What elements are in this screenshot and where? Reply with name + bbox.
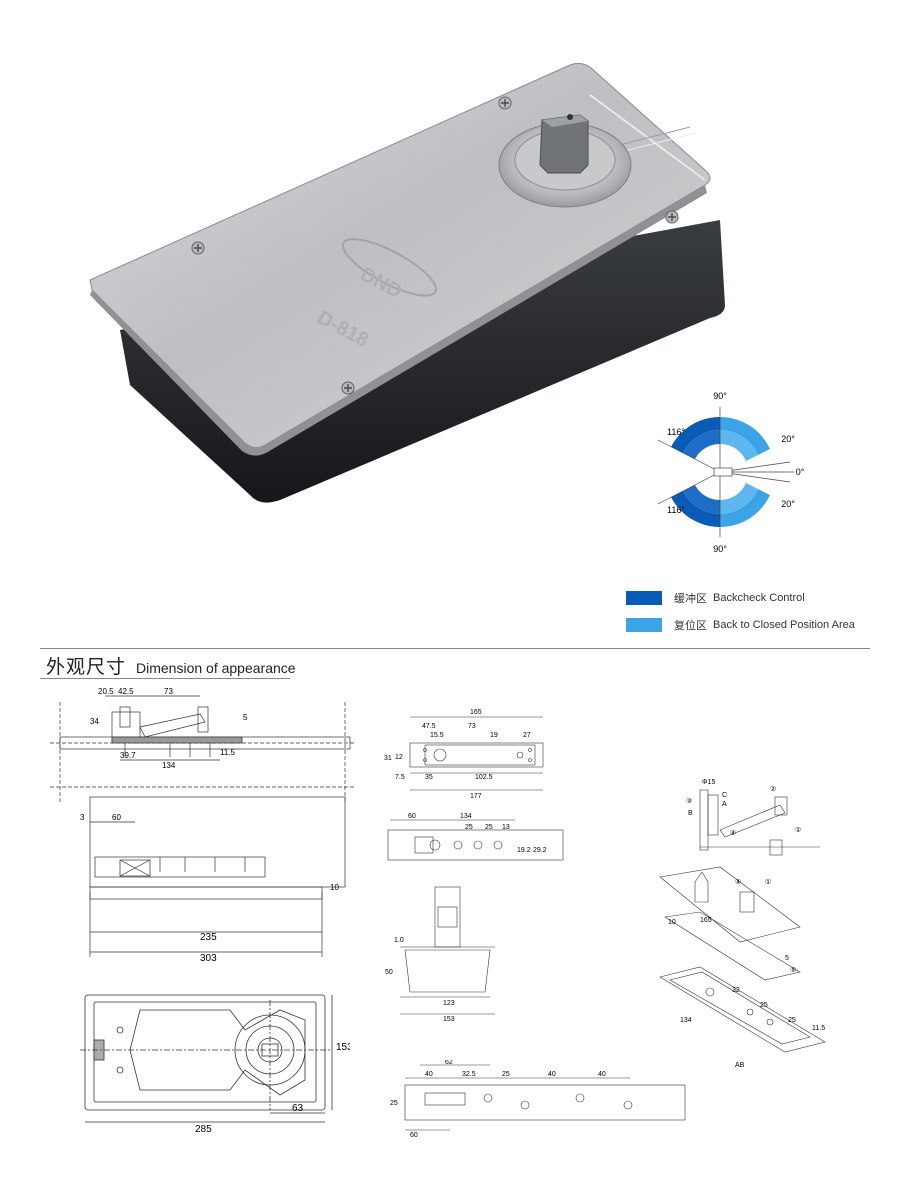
dim-label: 13 (502, 824, 510, 831)
detail-label: ② (770, 785, 776, 793)
dim-label: 153 (336, 1042, 350, 1053)
dim-label: 11.5 (220, 748, 236, 757)
product-illustration: DND D-818 (89, 62, 725, 503)
detail-label: ⑤ (790, 966, 796, 974)
side-elevation-drawing: 20.5 42.5 73 34 5 39.7 134 11.5 3 60 10 … (50, 687, 355, 964)
dim-label: 35 (425, 774, 433, 781)
dim-label: 50 (385, 969, 393, 976)
dim-label: 40 (598, 1071, 606, 1078)
dim-label: 25 (465, 824, 473, 831)
dim-label: 25 (502, 1071, 510, 1078)
dim-label: 40 (425, 1071, 433, 1078)
dim-label: 31 (384, 755, 392, 762)
detail-label: ④ (735, 878, 741, 886)
dim-label: 42.5 (118, 687, 134, 696)
section-title-en: Dimension of appearance (136, 660, 296, 676)
detail-label: 5 (785, 955, 789, 962)
dim-label: 134 (460, 813, 472, 820)
dim-label: 62 (445, 1060, 453, 1066)
legend-label-en: Back to Closed Position Area (713, 619, 855, 631)
detail-label: ④ (730, 829, 736, 837)
iso-detail-drawing: ① ④ ⑤ 165 32 25 25 134 11.5 AB 5 10 (659, 866, 826, 1069)
detail-label: AB (735, 1062, 745, 1069)
dim-label: 12 (395, 754, 403, 761)
dim-label: 123 (443, 1000, 455, 1007)
legend-swatch (626, 618, 662, 632)
angle-label: 0° (796, 467, 805, 477)
section-divider (40, 648, 870, 649)
angle-label: 20° (781, 434, 795, 444)
legend-item-closed-area: 复位区 Back to Closed Position Area (626, 617, 855, 633)
dim-label: 34 (90, 717, 99, 726)
dim-label: 165 (470, 709, 482, 716)
angle-label: 116° (667, 427, 685, 437)
angle-diagram: 90° 116° 20° 0° 20° 116° 90° (657, 391, 805, 554)
dim-label: 303 (200, 953, 217, 964)
plate-top-drawing: 165 47.5 73 15.5 19 27 31 12 7.5 35 102.… (384, 709, 544, 800)
dim-label: 19 (490, 732, 498, 739)
angle-label: 90° (713, 544, 727, 554)
dim-label: 60 (410, 1132, 418, 1139)
detail-label: B (688, 810, 693, 817)
detail-label: 25 (788, 1017, 796, 1024)
dim-label: 25 (485, 824, 493, 831)
angle-label: 20° (781, 499, 795, 509)
dim-label: 102.5 (475, 774, 493, 781)
dim-label: 10 (330, 883, 339, 892)
dim-label: 47.5 (422, 723, 436, 730)
detail-label: ③ (686, 797, 692, 805)
detail-label: 32 (732, 987, 740, 994)
detail-label: 11.5 (812, 1025, 825, 1032)
detail-label: A (722, 801, 727, 808)
spindle-drawing: 1.0 50 123 153 (385, 886, 495, 1022)
arm-detail-drawing: Φ15 C A B ① ② ③ ④ (686, 779, 820, 856)
dim-label: 29.2 (533, 847, 547, 854)
detail-label: 10 (668, 919, 676, 926)
dim-label: 134 (162, 761, 176, 770)
dim-label: 63 (292, 1103, 304, 1114)
dim-label: 40 (548, 1071, 556, 1078)
legend-label-zh: 缓冲区 (674, 592, 707, 605)
angle-label: 90° (713, 391, 727, 401)
legend-swatch (626, 591, 662, 605)
dim-label: 73 (164, 687, 173, 696)
dim-label: 20.5 (98, 687, 114, 696)
dim-label: 1.0 (394, 937, 404, 944)
dim-label: 235 (200, 932, 217, 943)
dim-label: 60 (408, 813, 416, 820)
dim-label: 3 (80, 813, 85, 822)
dim-label: 5 (243, 713, 248, 722)
dim-label: 60 (112, 813, 121, 822)
section-title: 外观尺寸 Dimension of appearance (46, 652, 296, 679)
plan-view-drawing: 153 63 285 (80, 994, 350, 1135)
detail-label: Φ15 (702, 779, 715, 786)
plate-bottom-drawing: 62 40 32.5 25 40 40 25 60 (390, 1060, 686, 1139)
dim-label: 27 (523, 732, 531, 739)
angle-label: 116° (667, 505, 685, 515)
detail-label: C (722, 792, 727, 799)
dim-label: 73 (468, 723, 476, 730)
dim-label: 19.2 (517, 847, 531, 854)
dim-label: 177 (470, 793, 482, 800)
section-title-zh: 外观尺寸 (46, 656, 127, 678)
section-underline (40, 678, 290, 679)
legend-item-backcheck: 缓冲区 Backcheck Control (626, 590, 805, 606)
plate-mid-drawing: 60 134 25 25 13 19.2 29.2 (387, 813, 564, 861)
detail-label: 134 (680, 1017, 692, 1024)
dim-label: 39.7 (120, 751, 136, 760)
dim-label: 285 (195, 1124, 212, 1135)
dim-label: 32.5 (462, 1071, 476, 1078)
legend-label-en: Backcheck Control (713, 592, 805, 604)
detail-label: ① (795, 826, 801, 834)
dim-label: 25 (390, 1100, 398, 1107)
detail-label: ① (765, 878, 771, 886)
dim-label: 7.5 (395, 774, 405, 781)
legend-label-zh: 复位区 (674, 619, 707, 632)
detail-label: 165 (700, 917, 712, 924)
detail-label: 25 (760, 1002, 768, 1009)
dim-label: 153 (443, 1016, 455, 1022)
dim-label: 15.5 (430, 732, 444, 739)
